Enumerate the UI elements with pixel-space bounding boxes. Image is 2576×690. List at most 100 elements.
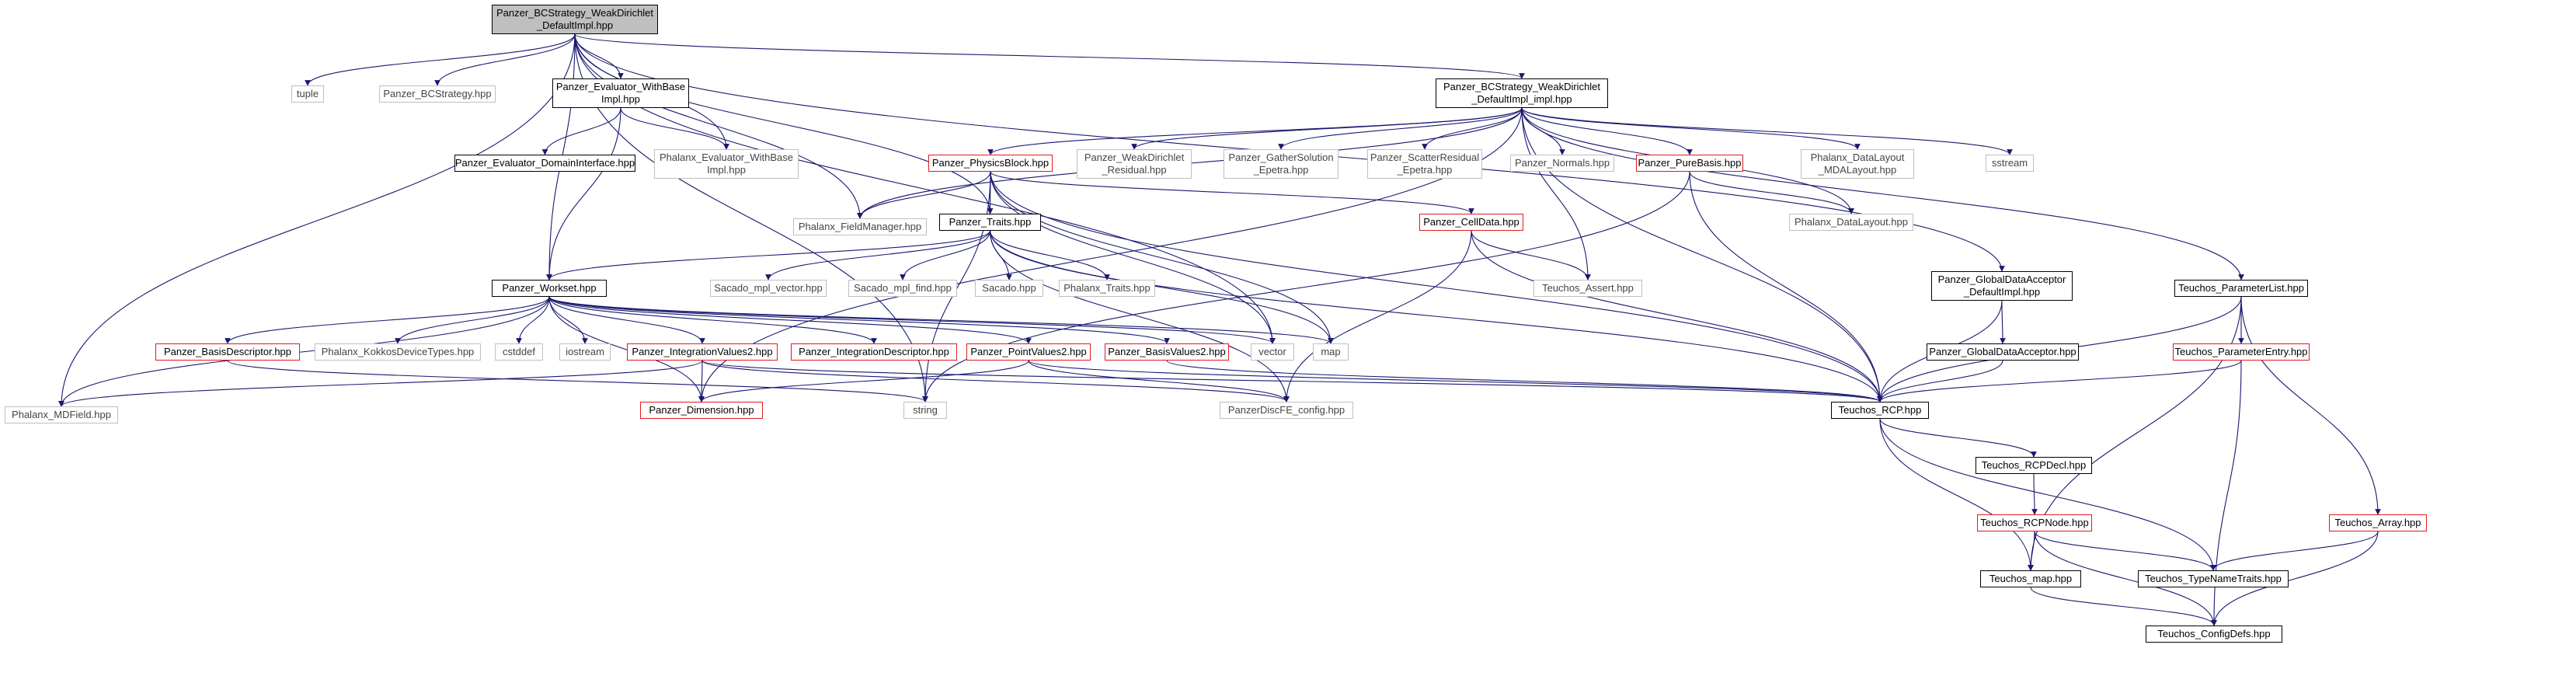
edge-root-to-traits xyxy=(574,33,994,214)
node-parameterentry[interactable]: Teuchos_ParameterEntry.hpp xyxy=(2173,343,2310,361)
node-pointvalues2[interactable]: Panzer_PointValues2.hpp xyxy=(966,343,1091,361)
edge-rcp-to-typename xyxy=(1879,418,2216,571)
node-phalanx-datalayout[interactable]: Phalanx_DataLayout.hpp xyxy=(1789,214,1913,231)
edge-root-to-bcstrategy xyxy=(434,33,576,86)
node-root-weakdirichlet-defaultimpl[interactable]: Panzer_BCStrategy_WeakDirichlet _Default… xyxy=(492,5,658,34)
node-parameterlist[interactable]: Teuchos_ParameterList.hpp xyxy=(2174,280,2308,297)
node-string[interactable]: string xyxy=(903,402,947,419)
edge-gdaimpl-to-gda xyxy=(2000,300,2006,344)
edge-traits-to-mplvec xyxy=(765,230,991,281)
node-phalanx-evaluator-withbase[interactable]: Phalanx_Evaluator_WithBase Impl.hpp xyxy=(654,149,799,179)
edge-purebasis-to-rcp xyxy=(1689,171,1883,402)
node-phalanx-datalayout-mdalayout[interactable]: Phalanx_DataLayout _MDALayout.hpp xyxy=(1801,149,1914,179)
edge-wdimpl-to-assert xyxy=(1521,107,1591,281)
node-teuchos-configdefs[interactable]: Teuchos_ConfigDefs.hpp xyxy=(2146,626,2282,643)
edge-wdimpl-to-sstream xyxy=(1521,107,2013,155)
edge-ptval-to-discfe xyxy=(1028,360,1290,402)
edge-workset-to-vector xyxy=(548,296,1276,344)
edge-traits-to-mplfind xyxy=(900,230,991,281)
edge-group xyxy=(58,33,2381,626)
edge-workset-to-intval xyxy=(548,296,705,344)
edge-rcp-to-tmap xyxy=(1879,418,2034,571)
node-iostream[interactable]: iostream xyxy=(559,343,611,361)
edge-root-to-fieldmgr xyxy=(574,33,863,219)
edge-workset-to-ptval xyxy=(548,296,1032,344)
edge-physblk-to-vector xyxy=(990,171,1276,344)
edge-celldata-to-assert xyxy=(1471,230,1591,281)
node-integrationvalues2[interactable]: Panzer_IntegrationValues2.hpp xyxy=(627,343,778,361)
node-teuchos-rcp[interactable]: Teuchos_RCP.hpp xyxy=(1831,402,1929,419)
edge-evalwb-to-workset xyxy=(546,107,621,281)
node-teuchos-rcpdecl[interactable]: Teuchos_RCPDecl.hpp xyxy=(1976,457,2092,474)
node-phalanx-traits[interactable]: Phalanx_Traits.hpp xyxy=(1059,280,1155,297)
node-weakdirichlet-residual[interactable]: Panzer_WeakDirichlet _Residual.hpp xyxy=(1077,149,1192,179)
edge-basisval-to-rcp xyxy=(1166,360,1883,402)
node-physicsblock[interactable]: Panzer_PhysicsBlock.hpp xyxy=(928,155,1053,172)
edge-gda-to-rcp xyxy=(1877,360,2003,402)
edge-purebasis-to-datalayout xyxy=(1689,171,1854,214)
edge-plist-to-tarray xyxy=(2240,296,2381,515)
edge-physblk-to-fieldmgr xyxy=(857,171,991,219)
node-basisdescriptor[interactable]: Panzer_BasisDescriptor.hpp xyxy=(155,343,300,361)
edge-intval-to-mdfield xyxy=(58,360,703,407)
node-evaluator-domaininterface[interactable]: Panzer_Evaluator_DomainInterface.hpp xyxy=(454,155,635,172)
edge-intval-to-rcp xyxy=(701,360,1883,402)
node-panzer-dimension[interactable]: Panzer_Dimension.hpp xyxy=(640,402,763,419)
edge-workset-to-mdfield xyxy=(58,296,550,407)
edge-workset-to-intdesc xyxy=(548,296,877,344)
node-evaluator-withbase[interactable]: Panzer_Evaluator_WithBase Impl.hpp xyxy=(552,78,689,108)
node-phalanx-mdfield[interactable]: Phalanx_MDField.hpp xyxy=(5,406,118,423)
node-panzer-workset[interactable]: Panzer_Workset.hpp xyxy=(492,280,607,297)
edge-celldata-to-rcp xyxy=(1471,230,1883,402)
node-gathersolution-epetra[interactable]: Panzer_GatherSolution _Epetra.hpp xyxy=(1224,149,1338,179)
node-tuple[interactable]: tuple xyxy=(291,85,324,103)
node-basisvalues2[interactable]: Panzer_BasisValues2.hpp xyxy=(1105,343,1229,361)
edge-traits-to-rcp xyxy=(989,230,1883,402)
edge-root-to-mdfield xyxy=(58,33,576,407)
node-teuchos-rcpnode[interactable]: Teuchos_RCPNode.hpp xyxy=(1977,514,2092,531)
node-panzer-traits[interactable]: Panzer_Traits.hpp xyxy=(939,214,1041,231)
edge-wdimpl-to-scatter xyxy=(1422,107,1523,150)
edge-workset-to-cstddef xyxy=(516,296,550,344)
edge-rcpdecl-to-rcpnode xyxy=(2031,473,2038,515)
edge-wdimpl-to-mdalayout xyxy=(1521,107,1861,150)
node-sacado[interactable]: Sacado.hpp xyxy=(975,280,1043,297)
node-cstddef[interactable]: cstddef xyxy=(495,343,543,361)
node-globaldataacceptor-impl[interactable]: Panzer_GlobalDataAcceptor _DefaultImpl.h… xyxy=(1931,271,2073,301)
edge-evalwb-to-domif xyxy=(541,107,621,155)
edge-rcpnode-to-config xyxy=(2034,531,2217,626)
edge-rcpnode-to-tmap xyxy=(2028,531,2035,571)
edge-intval-to-discfe xyxy=(701,360,1290,402)
node-normals[interactable]: Panzer_Normals.hpp xyxy=(1510,155,1614,172)
node-integrationdescriptor[interactable]: Panzer_IntegrationDescriptor.hpp xyxy=(791,343,957,361)
edge-tarray-to-config xyxy=(2211,531,2379,626)
node-celldata[interactable]: Panzer_CellData.hpp xyxy=(1419,214,1523,231)
node-map[interactable]: map xyxy=(1313,343,1349,361)
node-vector[interactable]: vector xyxy=(1251,343,1294,361)
node-sacado-mpl-vector[interactable]: Sacado_mpl_vector.hpp xyxy=(710,280,827,297)
node-scatterresidual-epetra[interactable]: Panzer_ScatterResidual _Epetra.hpp xyxy=(1367,149,1482,179)
node-phalanx-kokkosdevicetypes[interactable]: Phalanx_KokkosDeviceTypes.hpp xyxy=(315,343,481,361)
edge-wdimpl-to-wdres xyxy=(1131,107,1523,150)
edge-root-to-wdimpl xyxy=(574,33,1525,79)
edge-physblk-to-map xyxy=(990,171,1334,344)
node-globaldataacceptor[interactable]: Panzer_GlobalDataAcceptor.hpp xyxy=(1927,343,2079,361)
edge-pentry-to-rcp xyxy=(1877,360,2242,402)
node-panzerdiscfe-config[interactable]: PanzerDiscFE_config.hpp xyxy=(1220,402,1353,419)
node-bcstrategy[interactable]: Panzer_BCStrategy.hpp xyxy=(379,85,496,103)
edge-basisdesc-to-string xyxy=(227,360,928,402)
edge-workset-to-dimension xyxy=(548,296,705,402)
node-sstream[interactable]: sstream xyxy=(1986,155,2034,172)
node-teuchos-array[interactable]: Teuchos_Array.hpp xyxy=(2329,514,2427,531)
node-teuchos-assert[interactable]: Teuchos_Assert.hpp xyxy=(1533,280,1642,297)
edge-root-to-evalwb xyxy=(574,33,624,79)
node-phalanx-fieldmanager[interactable]: Phalanx_FieldManager.hpp xyxy=(793,218,927,235)
node-weakdirichlet-impl[interactable]: Panzer_BCStrategy_WeakDirichlet _Default… xyxy=(1436,78,1608,108)
node-purebasis[interactable]: Panzer_PureBasis.hpp xyxy=(1636,155,1743,172)
node-teuchos-typenametraits[interactable]: Teuchos_TypeNameTraits.hpp xyxy=(2138,570,2289,587)
edge-celldata-to-discfe xyxy=(1283,230,1472,402)
edge-workset-to-kokkos xyxy=(395,296,550,344)
node-teuchos-map[interactable]: Teuchos_map.hpp xyxy=(1980,570,2081,587)
node-sacado-mpl-find[interactable]: Sacado_mpl_find.hpp xyxy=(848,280,957,297)
edge-wdimpl-to-gather xyxy=(1278,107,1523,150)
